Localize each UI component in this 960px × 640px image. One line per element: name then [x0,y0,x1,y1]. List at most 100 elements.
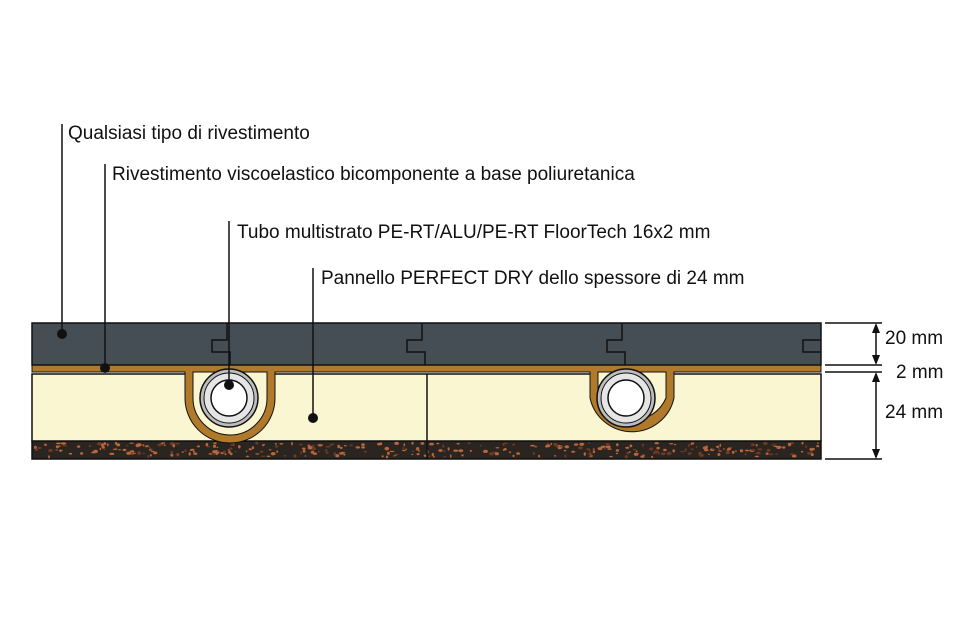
base-speck [657,451,660,455]
base-speck [91,451,97,454]
base-speck [494,452,499,456]
base-speck [438,449,443,452]
base-speck [389,450,395,453]
base-speck [339,446,343,449]
base-speck [103,442,107,446]
base-speck [205,442,209,447]
base-speck [393,454,395,458]
base-speck [730,446,733,449]
base-speck [443,450,446,453]
base-speck [560,445,564,448]
base-speck [503,442,508,445]
base-speck [806,452,812,455]
base-speck [787,442,792,447]
base-speck [283,454,287,457]
base-speck [428,455,431,458]
base-speck [261,455,266,457]
base-speck [702,446,708,450]
dim-panel-thickness: 24 mm [885,402,943,423]
base-speck [59,449,62,453]
base-speck [293,454,297,458]
base-speck [412,450,415,452]
base-speck [574,443,579,446]
base-speck [335,454,340,458]
base-speck [153,451,158,455]
base-speck [461,454,464,457]
base-speck [161,442,166,444]
base-speck [791,454,797,458]
base-speck [259,450,264,453]
base-speck [416,447,420,451]
base-speck [699,453,704,457]
dim-covering-thickness: 20 mm [885,328,943,349]
base-speck [361,443,365,446]
base-speck [222,450,226,454]
base-speck [765,452,769,455]
base-speck [324,449,328,452]
base-speck [810,453,814,456]
base-speck [234,451,237,453]
base-speck [817,442,819,445]
base-speck [588,450,591,453]
base-speck [654,450,659,454]
base-speck [516,452,521,455]
leader-dot-pipe [224,380,234,390]
base-speck [107,443,109,447]
base-speck [148,446,151,449]
base-speck [592,448,596,450]
base-speck [450,454,452,458]
base-speck [754,455,760,458]
base-speck [512,443,515,446]
covering-layer [31,322,822,366]
base-speck [411,441,414,445]
base-speck [673,443,677,446]
base-speck [763,441,768,446]
base-speck [723,448,725,450]
base-speck [453,449,459,452]
base-speck [125,445,129,447]
base-speck [325,445,331,448]
base-speck [744,453,747,456]
base-speck [625,446,630,449]
base-speck [149,449,152,451]
base-speck [135,443,140,448]
base-speck [339,452,344,455]
base-speck [307,444,311,447]
base-speck [216,446,219,449]
base-speck [433,455,435,458]
base-speck [816,445,820,448]
base-speck [782,446,786,449]
dimension-guides [825,322,882,460]
base-speck [725,450,730,455]
base-speck [557,446,562,450]
base-speck [800,450,804,453]
base-speck [311,447,316,451]
base-speck [766,448,771,452]
base-speck [456,442,460,445]
base-speck [181,451,184,453]
base-speck [609,455,613,458]
base-speck [538,454,541,458]
base-speck [394,441,399,445]
base-speck [142,444,145,447]
base-speck [718,447,720,451]
base-speck [311,444,315,448]
base-speck [616,443,619,447]
base-speck [718,450,722,452]
base-speck [245,450,248,453]
base-speck [150,450,155,453]
base-speck [757,448,763,451]
base-speck [789,453,795,456]
base-speck [355,446,361,449]
base-speck [270,452,276,456]
base-speck [684,448,687,452]
base-speck [196,445,200,448]
base-speck [615,452,619,455]
base-speck [666,451,672,456]
base-speck [245,455,249,458]
base-speck [680,451,686,453]
base-speck [546,442,549,444]
base-speck [447,447,450,451]
base-speck [337,444,341,449]
